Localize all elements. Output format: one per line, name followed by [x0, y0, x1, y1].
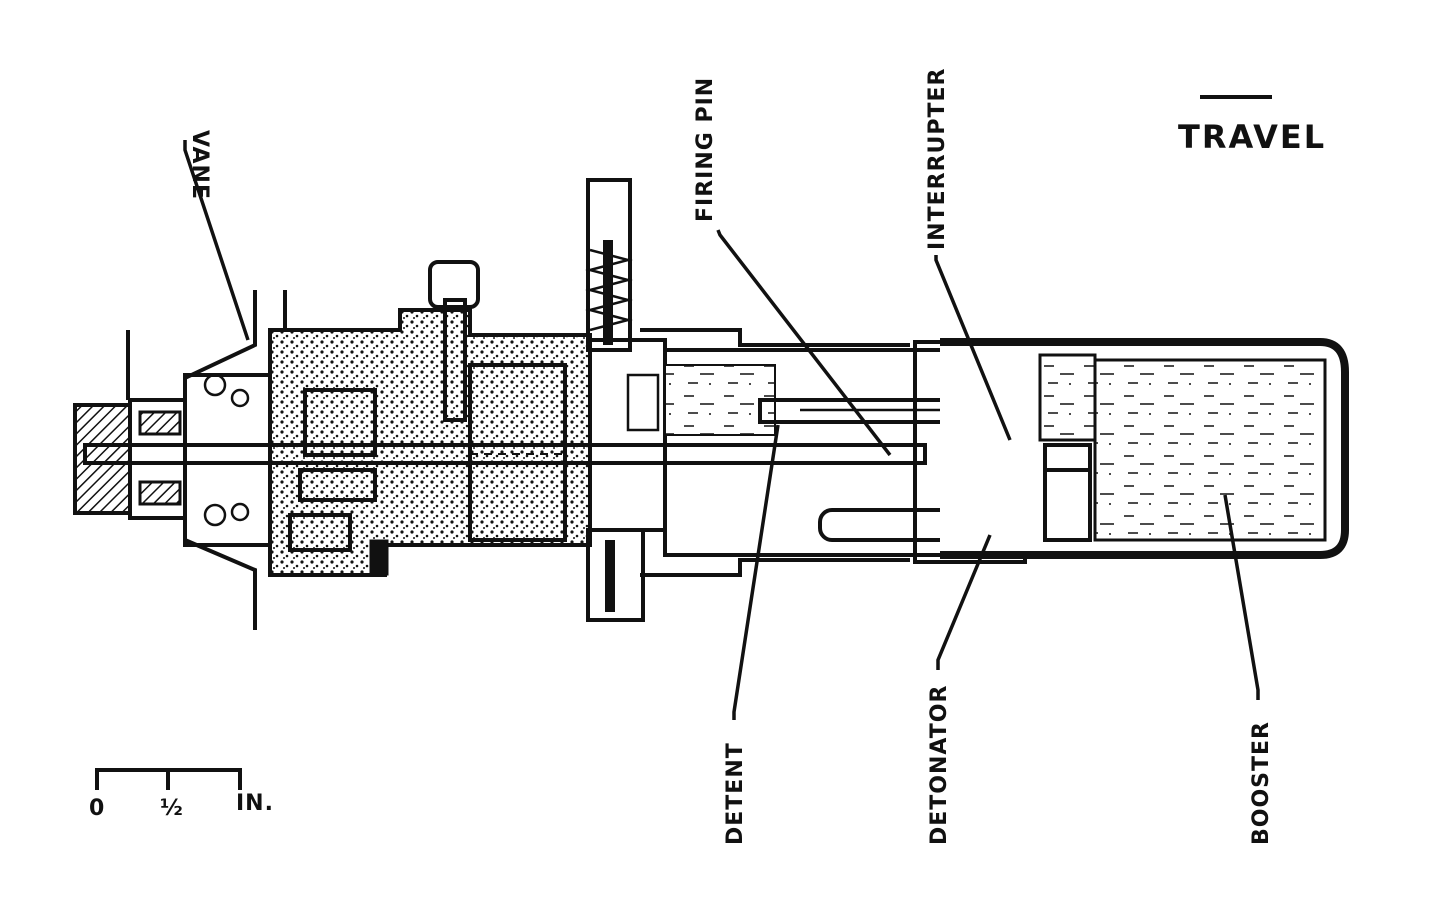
scale-unit: IN.: [236, 791, 274, 816]
interrupter-leader: [934, 255, 1012, 441]
travel-indicator: TRAVEL: [1178, 95, 1326, 156]
label-detonator: DETONATOR: [927, 685, 952, 845]
detonator-leader: [936, 534, 992, 670]
label-interrupter: INTERRUPTER: [925, 68, 950, 250]
scale-half: ½: [160, 796, 184, 821]
detent-leader: [732, 424, 780, 720]
label-detent: DETENT: [723, 742, 748, 845]
leader-lines: [183, 140, 1260, 720]
firing-pin-leader: [716, 229, 892, 457]
booster-leader: [1223, 494, 1260, 700]
label-vane: VANE: [187, 130, 212, 200]
scale-bar: 0 ½ IN.: [89, 768, 274, 821]
label-booster: BOOSTER: [1249, 721, 1274, 845]
fuze-body: [73, 178, 1349, 630]
scale-zero: 0: [89, 796, 105, 821]
label-firing-pin: FIRING PIN: [693, 77, 718, 222]
label-travel: TRAVEL: [1178, 118, 1326, 156]
vane-leader: [183, 140, 250, 341]
